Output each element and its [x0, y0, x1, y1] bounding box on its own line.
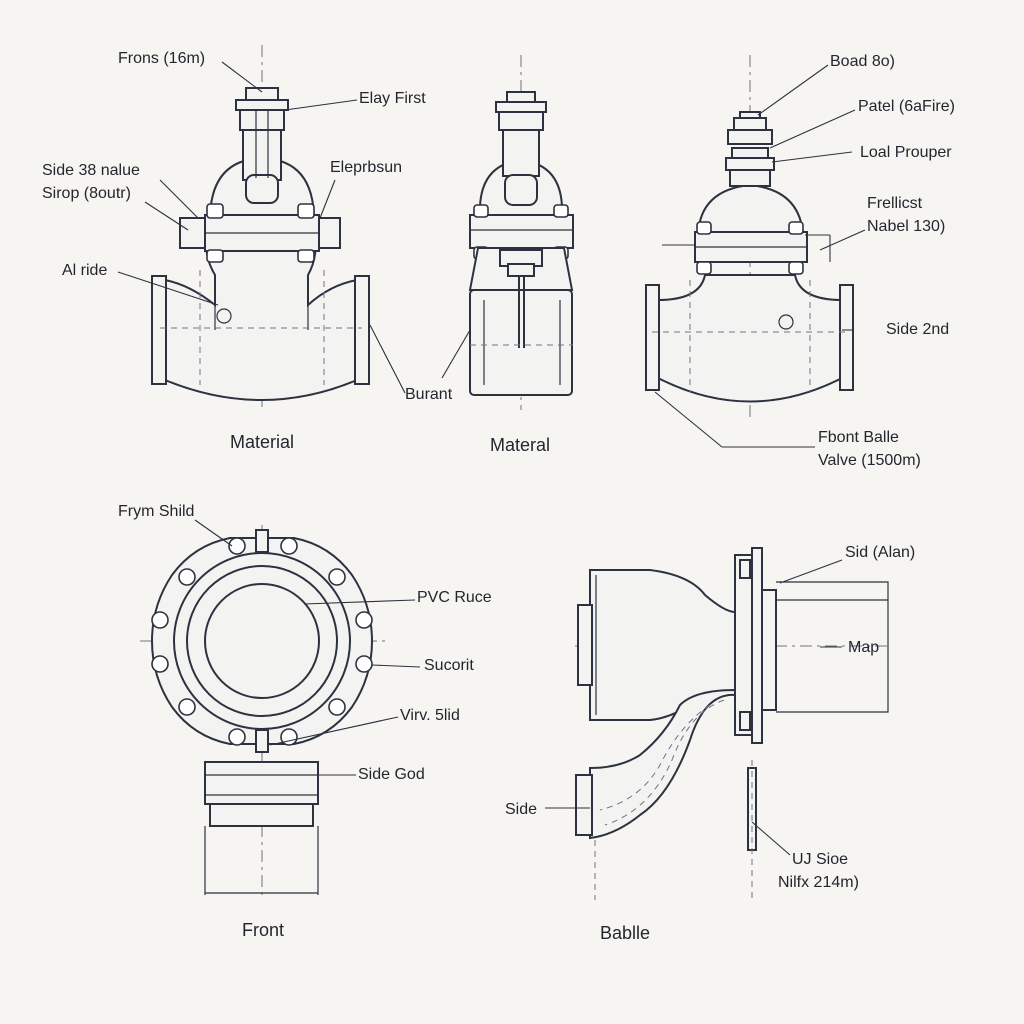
label-side-38: Side 38 nalue Sirop (8outr) [42, 159, 140, 205]
label-fbont-line2: Valve (1500m) [818, 452, 921, 470]
label-map: Map [848, 639, 880, 656]
gate-valve-elevation-right [645, 55, 854, 420]
leader-lines [117, 61, 866, 856]
label-burant: Burant [405, 386, 453, 403]
label-fbont-line1: Fbont Balle [818, 429, 899, 446]
label-elay-first: Elay First [359, 90, 426, 107]
label-frellicst: Frellicst Nabel 130) [867, 192, 945, 238]
label-virv-5lid: Virv. 5lid [400, 707, 460, 724]
label-fbont-balle: Fbont Balle Valve (1500m) [818, 426, 921, 472]
label-uj-sioe-line2: Nilfx 214m) [778, 874, 859, 892]
label-sid-alan: Sid (Alan) [845, 544, 916, 561]
label-pvc-ruce: PVC Ruce [417, 589, 492, 606]
label-frellicst-line1: Frellicst [867, 195, 923, 212]
flange-front-view [140, 525, 385, 900]
label-sucorit: Sucorit [424, 657, 474, 674]
caption-front: Front [242, 920, 285, 940]
label-eleprbsun: Eleprbsun [330, 159, 403, 176]
label-side-god: Side God [358, 766, 425, 783]
label-side-38-line2: Sirop (8outr) [42, 185, 131, 203]
gate-valve-elevation-left [151, 45, 370, 410]
label-loal-prouper: Loal Prouper [860, 144, 952, 161]
label-frellicst-line2: Nabel 130) [867, 218, 946, 236]
label-side-2nd: Side 2nd [886, 321, 950, 338]
label-frym-shild: Frym Shild [118, 503, 195, 520]
elbow-side-view [575, 547, 890, 900]
label-frons: Frons (16m) [118, 50, 206, 67]
caption-material-middle: Materal [490, 435, 551, 455]
label-side: Side [505, 801, 538, 818]
label-uj-sioe: UJ Sioe Nilfx 214m) [778, 848, 859, 894]
label-boad: Boad 8o) [830, 53, 895, 70]
label-al-ride: Al ride [62, 262, 108, 279]
label-uj-sioe-line1: UJ Sioe [792, 851, 849, 868]
gate-valve-side-middle [468, 55, 574, 410]
caption-bablle: Bablle [600, 923, 651, 943]
label-patel: Patel (6aFire) [858, 98, 955, 115]
label-side-38-line1: Side 38 nalue [42, 162, 140, 179]
caption-material-left: Material [230, 432, 295, 452]
